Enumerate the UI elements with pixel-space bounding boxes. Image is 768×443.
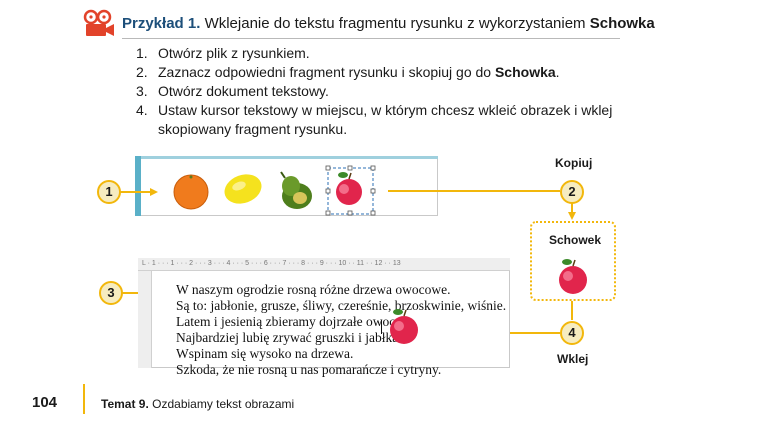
list-item: 2.Zaznacz odpowiedni fragment rysunku i … (136, 64, 560, 80)
list-item: 3.Otwórz dokument tekstowy. (136, 83, 329, 99)
clipboard-label: Schowek (549, 233, 602, 247)
image-window-topbar (135, 156, 438, 159)
step-marker-4: 4 (560, 321, 584, 345)
title-divider (122, 38, 620, 39)
footer-topic-label: Temat 9. (101, 397, 149, 411)
document-text: W naszym ogrodzie rosną różne drzewa owo… (176, 282, 506, 378)
clipboard-box (530, 221, 616, 301)
example-title-text: Wklejanie do tekstu fragmentu rysunku z … (204, 15, 586, 32)
image-window-sidebar (135, 156, 141, 216)
step-marker-2: 2 (560, 180, 584, 204)
example-label: Przykład 1. (122, 15, 201, 32)
list-item: 1.Otwórz plik z rysunkiem. (136, 45, 310, 61)
fruit-images (173, 165, 376, 216)
example-title: Przykład 1. Wklejanie do tekstu fragment… (122, 15, 655, 32)
step-marker-1: 1 (97, 180, 121, 204)
film-projector-icon (83, 9, 114, 36)
document-line: Szkoda, że nie rosną u nas pomarańcze i … (176, 362, 442, 377)
pasted-apple-icon (390, 309, 418, 344)
document-line: Najbardziej lubię zrywać gruszki i jabłk… (176, 330, 402, 345)
text-document (138, 258, 510, 368)
footer-topic: Temat 9. Ozdabiamy tekst obrazami (101, 397, 294, 411)
copy-label: Kopiuj (555, 156, 593, 170)
document-line: W naszym ogrodzie rosną różne drzewa owo… (176, 282, 451, 297)
footer-topic-title: Ozdabiamy tekst obrazami (152, 397, 295, 411)
text-cursor (381, 320, 382, 334)
step-marker-3: 3 (99, 281, 123, 305)
page-number: 104 (32, 394, 58, 411)
list-item: 4.Ustaw kursor tekstowy w miejscu, w któ… (136, 102, 613, 137)
document-line: Są to: jabłonie, grusze, śliwy, czereśni… (176, 298, 507, 313)
example-title-bold: Schowka (589, 15, 655, 32)
steps-list: 1.Otwórz plik z rysunkiem. 2.Zaznacz odp… (136, 44, 616, 139)
lemon-icon (224, 174, 262, 204)
apple-icon (336, 172, 362, 205)
document-line: Wspinam się wysoko na drzewa. (176, 346, 354, 361)
document-line: Latem i jesienią zbieramy dojrzałe owoce… (176, 314, 405, 329)
vertical-ruler (138, 271, 152, 368)
clipboard-apple-icon (559, 259, 587, 294)
footer-divider (83, 384, 85, 414)
horizontal-ruler: L · 1 · · · 1 · · · 2 · · · 3 · · · 4 · … (138, 258, 510, 271)
avocado-icon (280, 171, 312, 209)
orange-icon (173, 174, 209, 210)
paste-label: Wklej (557, 352, 589, 366)
